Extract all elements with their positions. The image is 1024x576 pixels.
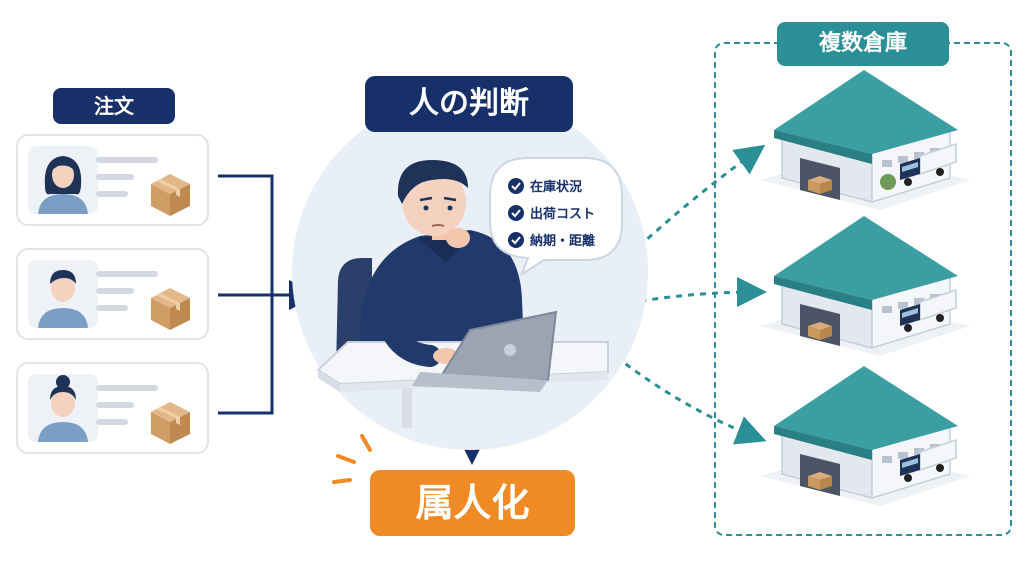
text-placeholder-lines <box>96 157 158 197</box>
thought-bubble: 在庫状況 出荷コスト 納期・距離 <box>488 156 624 277</box>
warehouses-label-text: 複数倉庫 <box>818 31 907 56</box>
text-placeholder-lines <box>96 271 158 311</box>
warehouses-frame <box>714 42 1012 536</box>
human-judgment-label: 人の判断 <box>365 76 573 132</box>
order-merge-lines <box>218 174 319 415</box>
check-circle-icon <box>508 204 524 221</box>
avatar-man-icon <box>28 260 98 328</box>
avatar-woman-icon <box>28 146 98 214</box>
checklist-item: 在庫状況 <box>508 172 618 199</box>
orders-label-text: 注文 <box>94 94 134 118</box>
package-box-icon <box>151 174 190 216</box>
checklist-item: 出荷コスト <box>508 199 618 226</box>
dependency-result-label: 属人化 <box>370 470 575 536</box>
order-card <box>16 362 209 454</box>
human-judgment-label-text: 人の判断 <box>409 86 529 121</box>
package-box-icon <box>151 402 190 444</box>
checklist-item-text: 出荷コスト <box>530 207 596 222</box>
avatar-woman-bun-icon <box>28 374 98 442</box>
order-card <box>16 134 209 226</box>
dependency-result-text: 属人化 <box>415 481 530 525</box>
orders-label: 注文 <box>53 88 175 124</box>
checklist-item-text: 在庫状況 <box>530 180 583 195</box>
checklist-item-text: 納期・距離 <box>530 234 596 249</box>
check-circle-icon <box>508 177 524 194</box>
text-placeholder-lines <box>96 385 158 425</box>
package-box-icon <box>151 288 190 330</box>
checklist-item: 納期・距離 <box>508 226 618 253</box>
check-circle-icon <box>508 231 524 248</box>
order-card <box>16 248 209 340</box>
warehouses-label: 複数倉庫 <box>777 22 949 66</box>
